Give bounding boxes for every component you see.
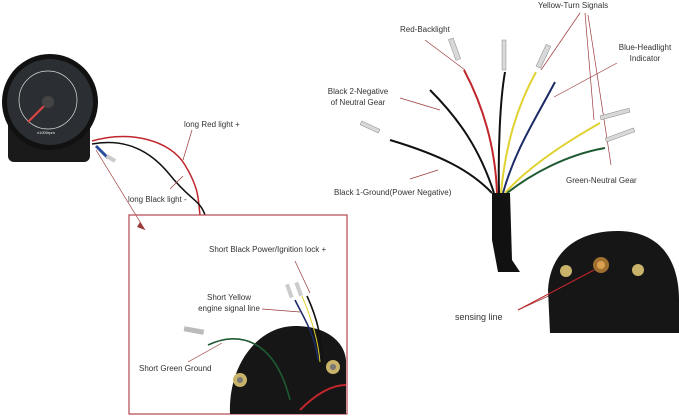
label-blue-headlight-line2: Indicator (629, 54, 661, 63)
terminals (359, 37, 636, 143)
long-red-wire (91, 135, 201, 216)
harness-sleeve (492, 193, 520, 272)
connector (94, 144, 110, 160)
label-long-red: long Red light + (184, 120, 240, 129)
gauge-unit: x1000rpm (37, 130, 55, 135)
label-black2-line2: of Neutral Gear (330, 98, 386, 107)
label-short-black: Short Black Power/Ignition lock + (209, 245, 327, 254)
label-yellow-turn: Yellow-Turn Signals (538, 1, 609, 10)
label-short-green: Short Green Ground (139, 364, 212, 373)
gauge-sensing-detail (517, 230, 679, 333)
label-short-yellow-line1: Short Yellow (206, 293, 252, 302)
label-long-black: long Black light - (128, 195, 187, 204)
label-short-yellow-line2: engine signal line (198, 304, 260, 313)
label-red-backlight: Red-Backlight (400, 25, 450, 34)
label-green-neutral: Green-Neutral Gear (566, 176, 637, 185)
tachometer-gauge: x1000rpm (2, 54, 98, 162)
label-sensing: sensing line (455, 312, 503, 322)
label-black2-line1: Black 2-Negative (327, 87, 389, 96)
wire-harness (389, 69, 606, 194)
label-blue-headlight-line1: Blue-Headlight (618, 43, 672, 52)
gauge-back-detail (183, 281, 347, 414)
label-short-yellow: Short Yellow engine signal line (195, 292, 263, 314)
long-black-wire (91, 141, 206, 216)
label-blue-headlight: Blue-Headlight Indicator (612, 42, 678, 64)
label-black2: Black 2-Negative of Neutral Gear (322, 86, 394, 108)
gauge-needle (27, 103, 47, 123)
label-black1: Black 1-Ground(Power Negative) (334, 188, 452, 197)
